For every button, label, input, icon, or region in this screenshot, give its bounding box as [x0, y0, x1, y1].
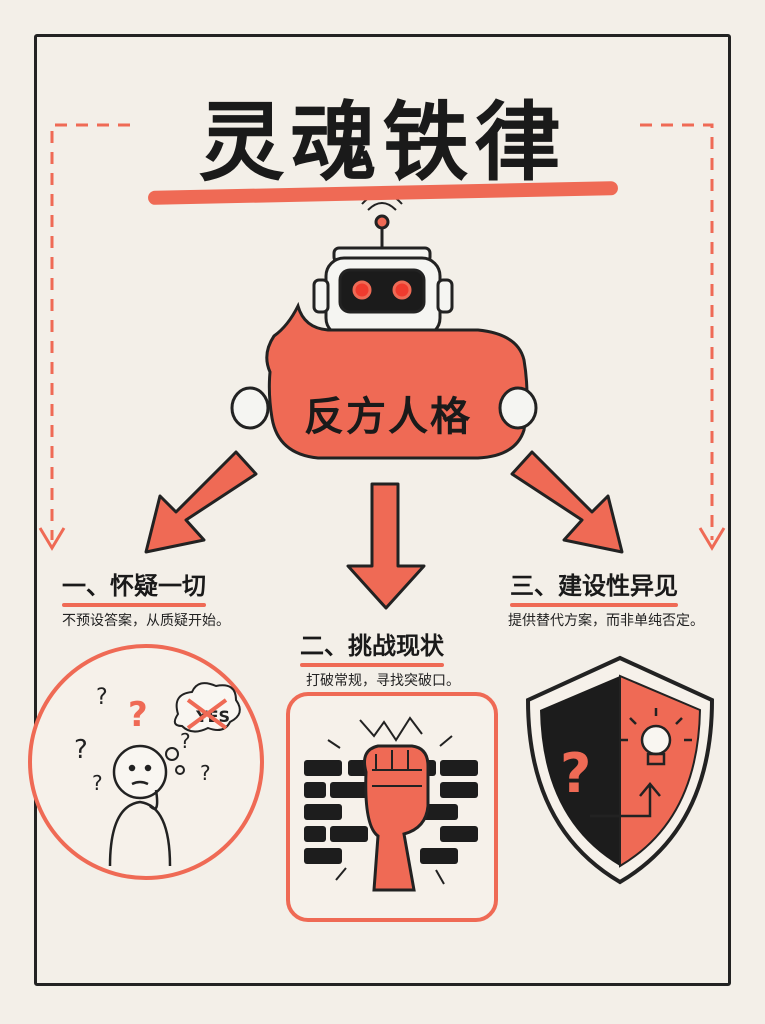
principle-1-underline — [62, 603, 206, 607]
svg-text:?: ? — [200, 761, 211, 785]
principle-3-underline — [510, 603, 678, 607]
svg-text:?: ? — [180, 729, 191, 753]
principle-2-underline — [300, 663, 444, 667]
principle-3-desc: 提供替代方案，而非单纯否定。 — [508, 613, 704, 629]
svg-text:?: ? — [92, 771, 103, 795]
left-dashed-connector — [50, 123, 130, 540]
center-sign — [230, 301, 538, 460]
questioning-person-icon: ? ? ? ? ? ? YES — [28, 644, 264, 880]
principle-2-heading: 二、挑战现状 — [300, 626, 444, 667]
right-dashed-arrowhead — [698, 527, 726, 551]
shield-question-lightbulb-icon: ? — [525, 655, 715, 885]
principle-1-heading: 一、怀疑一切 — [62, 566, 206, 607]
left-dashed-arrowhead — [38, 527, 66, 551]
principle-2-desc: 打破常规，寻找突破口。 — [306, 673, 460, 689]
arrow-left — [144, 450, 258, 554]
svg-text:?: ? — [560, 742, 591, 805]
svg-text:?: ? — [96, 685, 108, 710]
fist-breaking-wall-icon — [286, 692, 498, 922]
page-frame — [34, 34, 731, 986]
principle-3-heading: 三、建设性异见 — [510, 566, 678, 607]
arrow-center — [346, 482, 426, 610]
right-dashed-connector — [640, 123, 714, 540]
arrow-right — [510, 450, 624, 554]
principle-1-desc: 不预设答案，从质疑开始。 — [62, 613, 230, 629]
page-title: 灵魂铁律 — [198, 93, 567, 193]
svg-text:?: ? — [128, 695, 148, 735]
svg-text:?: ? — [74, 735, 88, 765]
center-label: 反方人格 — [304, 394, 472, 440]
